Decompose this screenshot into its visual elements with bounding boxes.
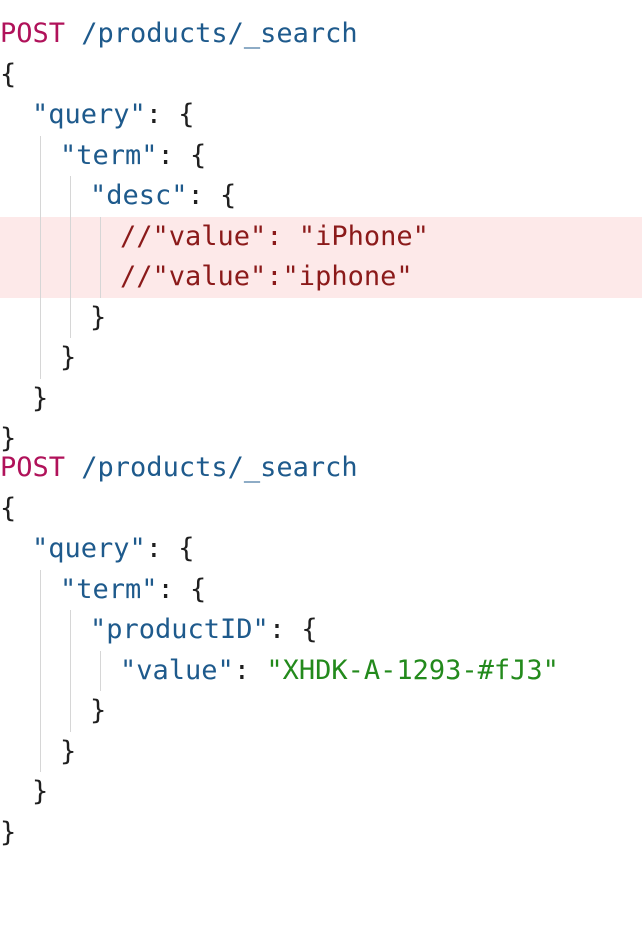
code-line[interactable]: }: [0, 379, 642, 420]
close-brace: }: [90, 301, 107, 333]
code-line[interactable]: }: [0, 772, 642, 813]
code-editor[interactable]: POST /products/_search { "query": { "ter…: [0, 0, 642, 858]
indent-guide: [70, 297, 71, 338]
request-line[interactable]: POST /products/_search: [0, 448, 642, 489]
close-brace: }: [60, 735, 77, 767]
http-method: POST: [0, 18, 66, 49]
open-brace: {: [0, 492, 17, 524]
code-line[interactable]: }: [0, 338, 642, 379]
field-key: "productID": [90, 614, 269, 645]
term-key: "term": [60, 139, 158, 171]
code-line[interactable]: "term": {: [0, 135, 642, 176]
request-block-2: POST /products/_search { "query": { "ter…: [0, 448, 642, 853]
code-line[interactable]: "desc": {: [0, 176, 642, 217]
comment-text: //"value": "iPhone": [120, 220, 429, 252]
code-line[interactable]: "productID": {: [0, 610, 642, 651]
indent-guide: [70, 610, 71, 651]
term-key: "term": [60, 573, 158, 605]
indent-guide: [70, 216, 71, 257]
indent-guide: [100, 216, 101, 257]
comment-line-highlighted[interactable]: //"value":"iphone": [0, 257, 642, 298]
comment-line-highlighted[interactable]: //"value": "iPhone": [0, 216, 642, 257]
query-key: "query": [32, 99, 146, 130]
indent-guide: [40, 569, 41, 610]
indent-guide: [40, 691, 41, 732]
field-tail: : {: [268, 614, 318, 645]
request-line[interactable]: POST /products/_search: [0, 14, 642, 55]
code-line[interactable]: }: [0, 419, 642, 460]
indent-guide: [70, 257, 71, 298]
indent-guide: [100, 257, 101, 298]
field-tail: : {: [187, 180, 237, 211]
code-line[interactable]: }: [0, 731, 642, 772]
code-line[interactable]: {: [0, 55, 642, 96]
close-brace: }: [60, 342, 77, 373]
code-line[interactable]: }: [0, 813, 642, 854]
value-key: "value": [120, 654, 234, 686]
query-tail: : {: [145, 533, 195, 564]
code-line[interactable]: "term": {: [0, 569, 642, 610]
indent-guide: [40, 176, 41, 217]
close-brace: }: [0, 423, 17, 454]
close-brace: }: [0, 816, 17, 848]
code-line[interactable]: "query": {: [0, 529, 642, 570]
open-brace: {: [0, 58, 17, 90]
close-brace: }: [90, 695, 107, 726]
term-tail: : {: [157, 139, 207, 171]
close-brace: }: [32, 382, 49, 414]
indent-guide: [100, 650, 101, 691]
indent-guide: [40, 650, 41, 691]
code-line[interactable]: }: [0, 297, 642, 338]
code-line[interactable]: "value": "XHDK-A-1293-#fJ3": [0, 650, 642, 691]
indent-guide: [70, 650, 71, 691]
indent-guide: [70, 176, 71, 217]
endpoint-path: /products/_search: [65, 452, 358, 483]
comment-text: //"value":"iphone": [120, 261, 413, 292]
code-line[interactable]: {: [0, 489, 642, 530]
query-tail: : {: [145, 99, 195, 130]
indent-guide: [40, 216, 41, 257]
value-string: "XHDK-A-1293-#fJ3": [266, 654, 559, 686]
indent-guide: [70, 691, 71, 732]
code-line[interactable]: }: [0, 691, 642, 732]
http-method: POST: [0, 452, 66, 483]
indent-guide: [40, 610, 41, 651]
indent-guide: [40, 731, 41, 772]
value-separator: :: [233, 654, 267, 686]
code-line[interactable]: "query": {: [0, 95, 642, 136]
query-key: "query": [32, 533, 146, 564]
request-block-1: POST /products/_search { "query": { "ter…: [0, 14, 642, 460]
indent-guide: [40, 135, 41, 176]
term-tail: : {: [157, 573, 207, 605]
field-key: "desc": [90, 180, 188, 211]
close-brace: }: [32, 776, 49, 807]
indent-guide: [40, 338, 41, 379]
indent-guide: [40, 257, 41, 298]
indent-guide: [40, 297, 41, 338]
endpoint-path: /products/_search: [65, 18, 358, 49]
